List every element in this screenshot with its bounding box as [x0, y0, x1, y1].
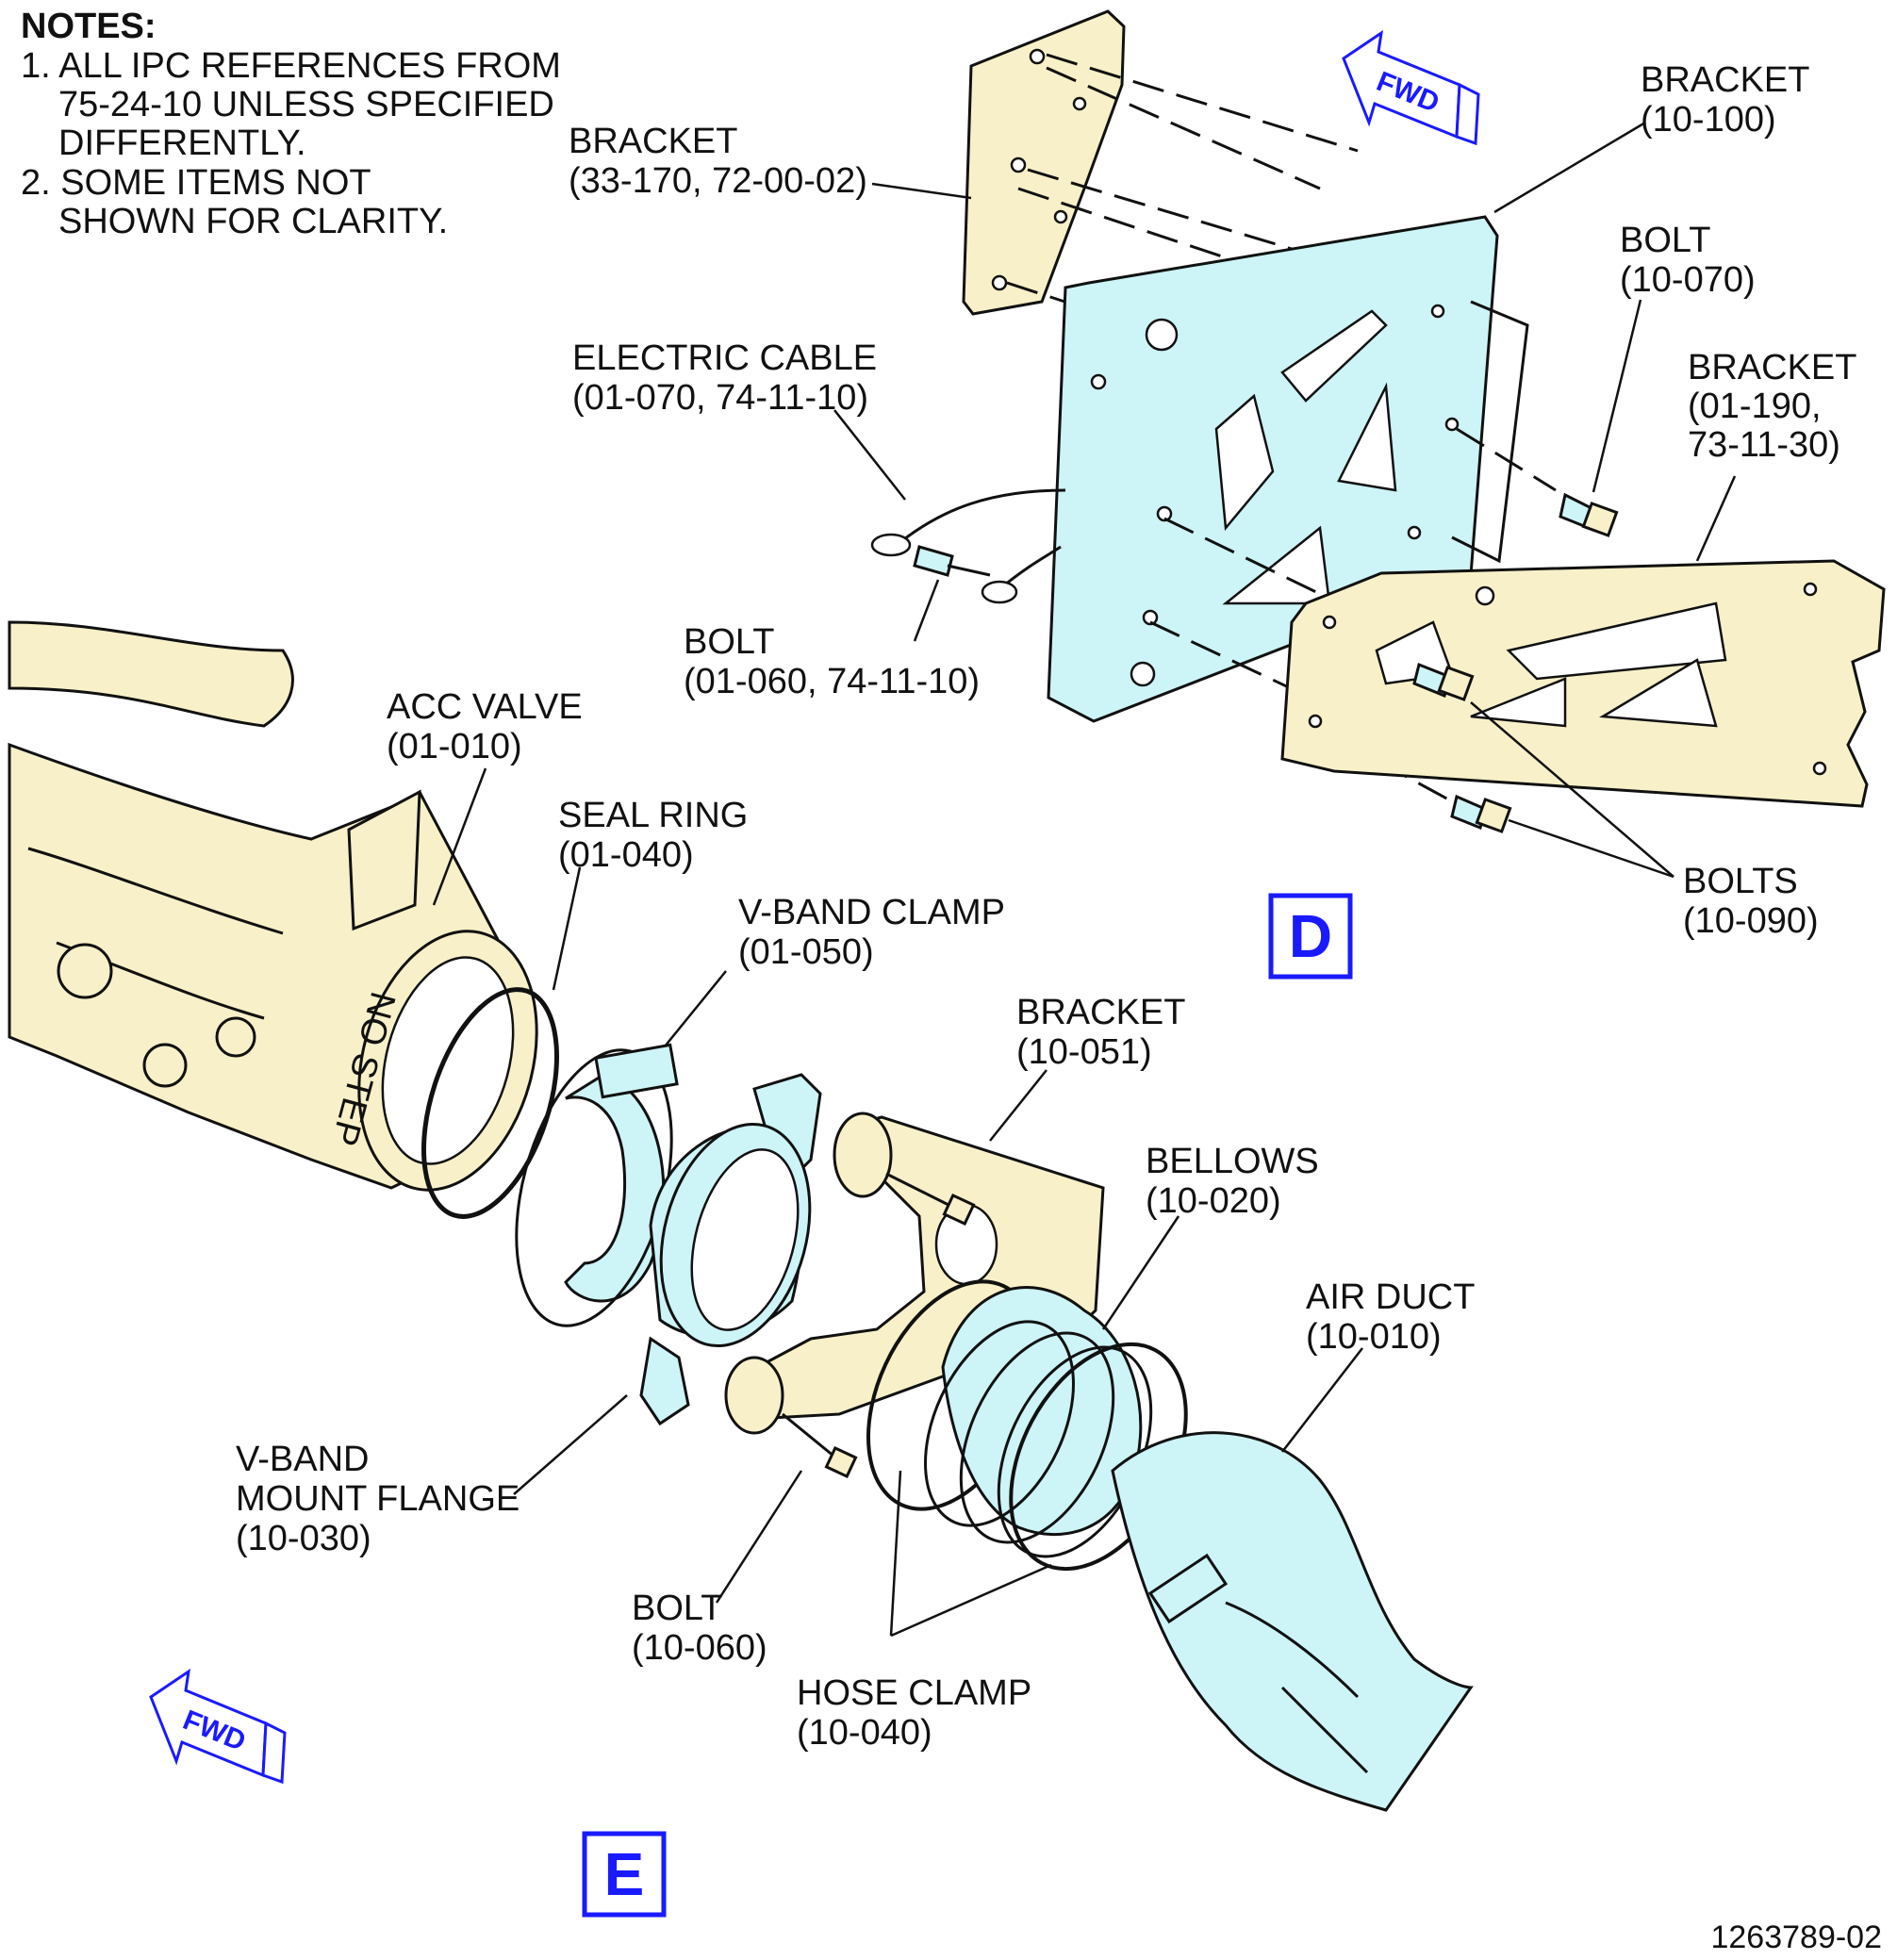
svg-text:(10-010): (10-010) [1306, 1317, 1442, 1357]
label-bolt-01-060: BOLT (01-060, 74-11-10) [684, 622, 980, 701]
svg-text:D: D [1289, 902, 1332, 970]
svg-text:(01-060, 74-11-10): (01-060, 74-11-10) [684, 662, 980, 701]
part-duct-upper-left [8, 620, 294, 728]
svg-text:MOUNT FLANGE: MOUNT FLANGE [236, 1479, 520, 1519]
notes-title: NOTES: [21, 7, 157, 46]
label-bracket-01-190: BRACKET (01-190, 73-11-30) [1688, 348, 1856, 465]
note-line-1: 1. ALL IPC REFERENCES FROM [21, 46, 561, 86]
part-bolts-10-090 [1412, 662, 1512, 833]
svg-text:V-BAND CLAMP: V-BAND CLAMP [738, 893, 1005, 932]
label-bracket-10-051: BRACKET (10-051) [1016, 993, 1185, 1072]
fwd-arrow-top: FWD [1342, 29, 1480, 146]
svg-text:BOLT: BOLT [684, 622, 774, 662]
part-bracket-01-190 [1280, 559, 1886, 808]
view-label-d: D [1268, 893, 1353, 980]
svg-text:HOSE CLAMP: HOSE CLAMP [797, 1673, 1031, 1713]
svg-text:73-11-30): 73-11-30) [1688, 425, 1840, 465]
notes-block: NOTES: 1. ALL IPC REFERENCES FROM 75-24-… [21, 7, 561, 241]
label-vband-mount-flange: V-BAND MOUNT FLANGE (10-030) [236, 1440, 520, 1558]
label-bracket-10-100: BRACKET (10-100) [1641, 60, 1809, 140]
part-bolt-10-060 [782, 1172, 976, 1479]
svg-text:BRACKET: BRACKET [1688, 348, 1856, 387]
svg-text:E: E [604, 1840, 645, 1908]
svg-text:(33-170, 72-00-02): (33-170, 72-00-02) [569, 161, 867, 201]
part-bellows [924, 1286, 1153, 1558]
label-vband-clamp: V-BAND CLAMP (01-050) [738, 893, 1005, 972]
label-bolt-10-060: BOLT (10-060) [632, 1589, 767, 1668]
note-line-4: 2. SOME ITEMS NOT [21, 163, 371, 203]
label-bolts-10-090: BOLTS (10-090) [1683, 862, 1819, 941]
svg-text:(01-190,: (01-190, [1688, 387, 1822, 426]
document-number: 1263789-02 [1710, 1919, 1882, 1955]
svg-text:(10-040): (10-040) [797, 1713, 932, 1753]
svg-text:(10-070): (10-070) [1620, 260, 1756, 300]
svg-text:SEAL RING: SEAL RING [558, 796, 748, 835]
label-bellows: BELLOWS (10-020) [1146, 1142, 1319, 1221]
svg-text:(01-070, 74-11-10): (01-070, 74-11-10) [572, 378, 868, 418]
note-line-5: SHOWN FOR CLARITY. [58, 202, 448, 241]
view-label-e: E [582, 1831, 667, 1918]
svg-text:(01-050): (01-050) [738, 932, 874, 972]
svg-text:(10-060): (10-060) [632, 1628, 767, 1668]
label-bracket-33-170: BRACKET (33-170, 72-00-02) [569, 122, 867, 201]
svg-text:(10-020): (10-020) [1146, 1181, 1281, 1221]
svg-text:BOLTS: BOLTS [1683, 862, 1798, 901]
label-hose-clamp: HOSE CLAMP (10-040) [797, 1673, 1031, 1753]
part-bolt-01-060 [913, 545, 991, 577]
part-acc-valve: NO STEP [8, 742, 538, 1192]
part-vband-mount-flange [639, 1073, 822, 1426]
svg-text:ACC VALVE: ACC VALVE [387, 687, 583, 727]
svg-text:V-BAND: V-BAND [236, 1440, 369, 1479]
part-air-duct [1111, 1431, 1474, 1812]
leader-lines [432, 121, 1737, 1638]
svg-text:AIR DUCT: AIR DUCT [1306, 1277, 1475, 1317]
part-bracket-33-170 [962, 9, 1126, 316]
svg-text:BELLOWS: BELLOWS [1146, 1142, 1319, 1181]
svg-text:BOLT: BOLT [1620, 221, 1710, 260]
part-electric-cable [870, 488, 1066, 604]
part-seal-ring [421, 987, 559, 1219]
note-line-2: 75-24-10 UNLESS SPECIFIED [58, 85, 554, 124]
svg-text:ELECTRIC CABLE: ELECTRIC CABLE [572, 338, 877, 378]
svg-text:(10-100): (10-100) [1641, 100, 1776, 140]
label-seal-ring: SEAL RING (01-040) [558, 796, 748, 875]
label-air-duct: AIR DUCT (10-010) [1306, 1277, 1475, 1357]
svg-text:BRACKET: BRACKET [1016, 993, 1185, 1032]
part-spacer [1451, 300, 1529, 564]
svg-text:BRACKET: BRACKET [569, 122, 737, 161]
svg-text:BRACKET: BRACKET [1641, 60, 1809, 100]
label-bolt-10-070: BOLT (10-070) [1620, 221, 1756, 300]
svg-text:(01-010): (01-010) [387, 727, 522, 766]
note-line-3: DIFFERENTLY. [58, 124, 306, 163]
part-bolt-10-070 [1559, 492, 1619, 537]
svg-text:(10-090): (10-090) [1683, 901, 1819, 941]
svg-text:(01-040): (01-040) [558, 835, 694, 875]
svg-text:BOLT: BOLT [632, 1589, 722, 1628]
label-electric-cable: ELECTRIC CABLE (01-070, 74-11-10) [572, 338, 877, 418]
svg-text:(10-030): (10-030) [236, 1519, 371, 1558]
fwd-arrow-bottom: FWD [149, 1668, 287, 1785]
label-acc-valve: ACC VALVE (01-010) [387, 687, 583, 766]
svg-text:(10-051): (10-051) [1016, 1032, 1152, 1072]
